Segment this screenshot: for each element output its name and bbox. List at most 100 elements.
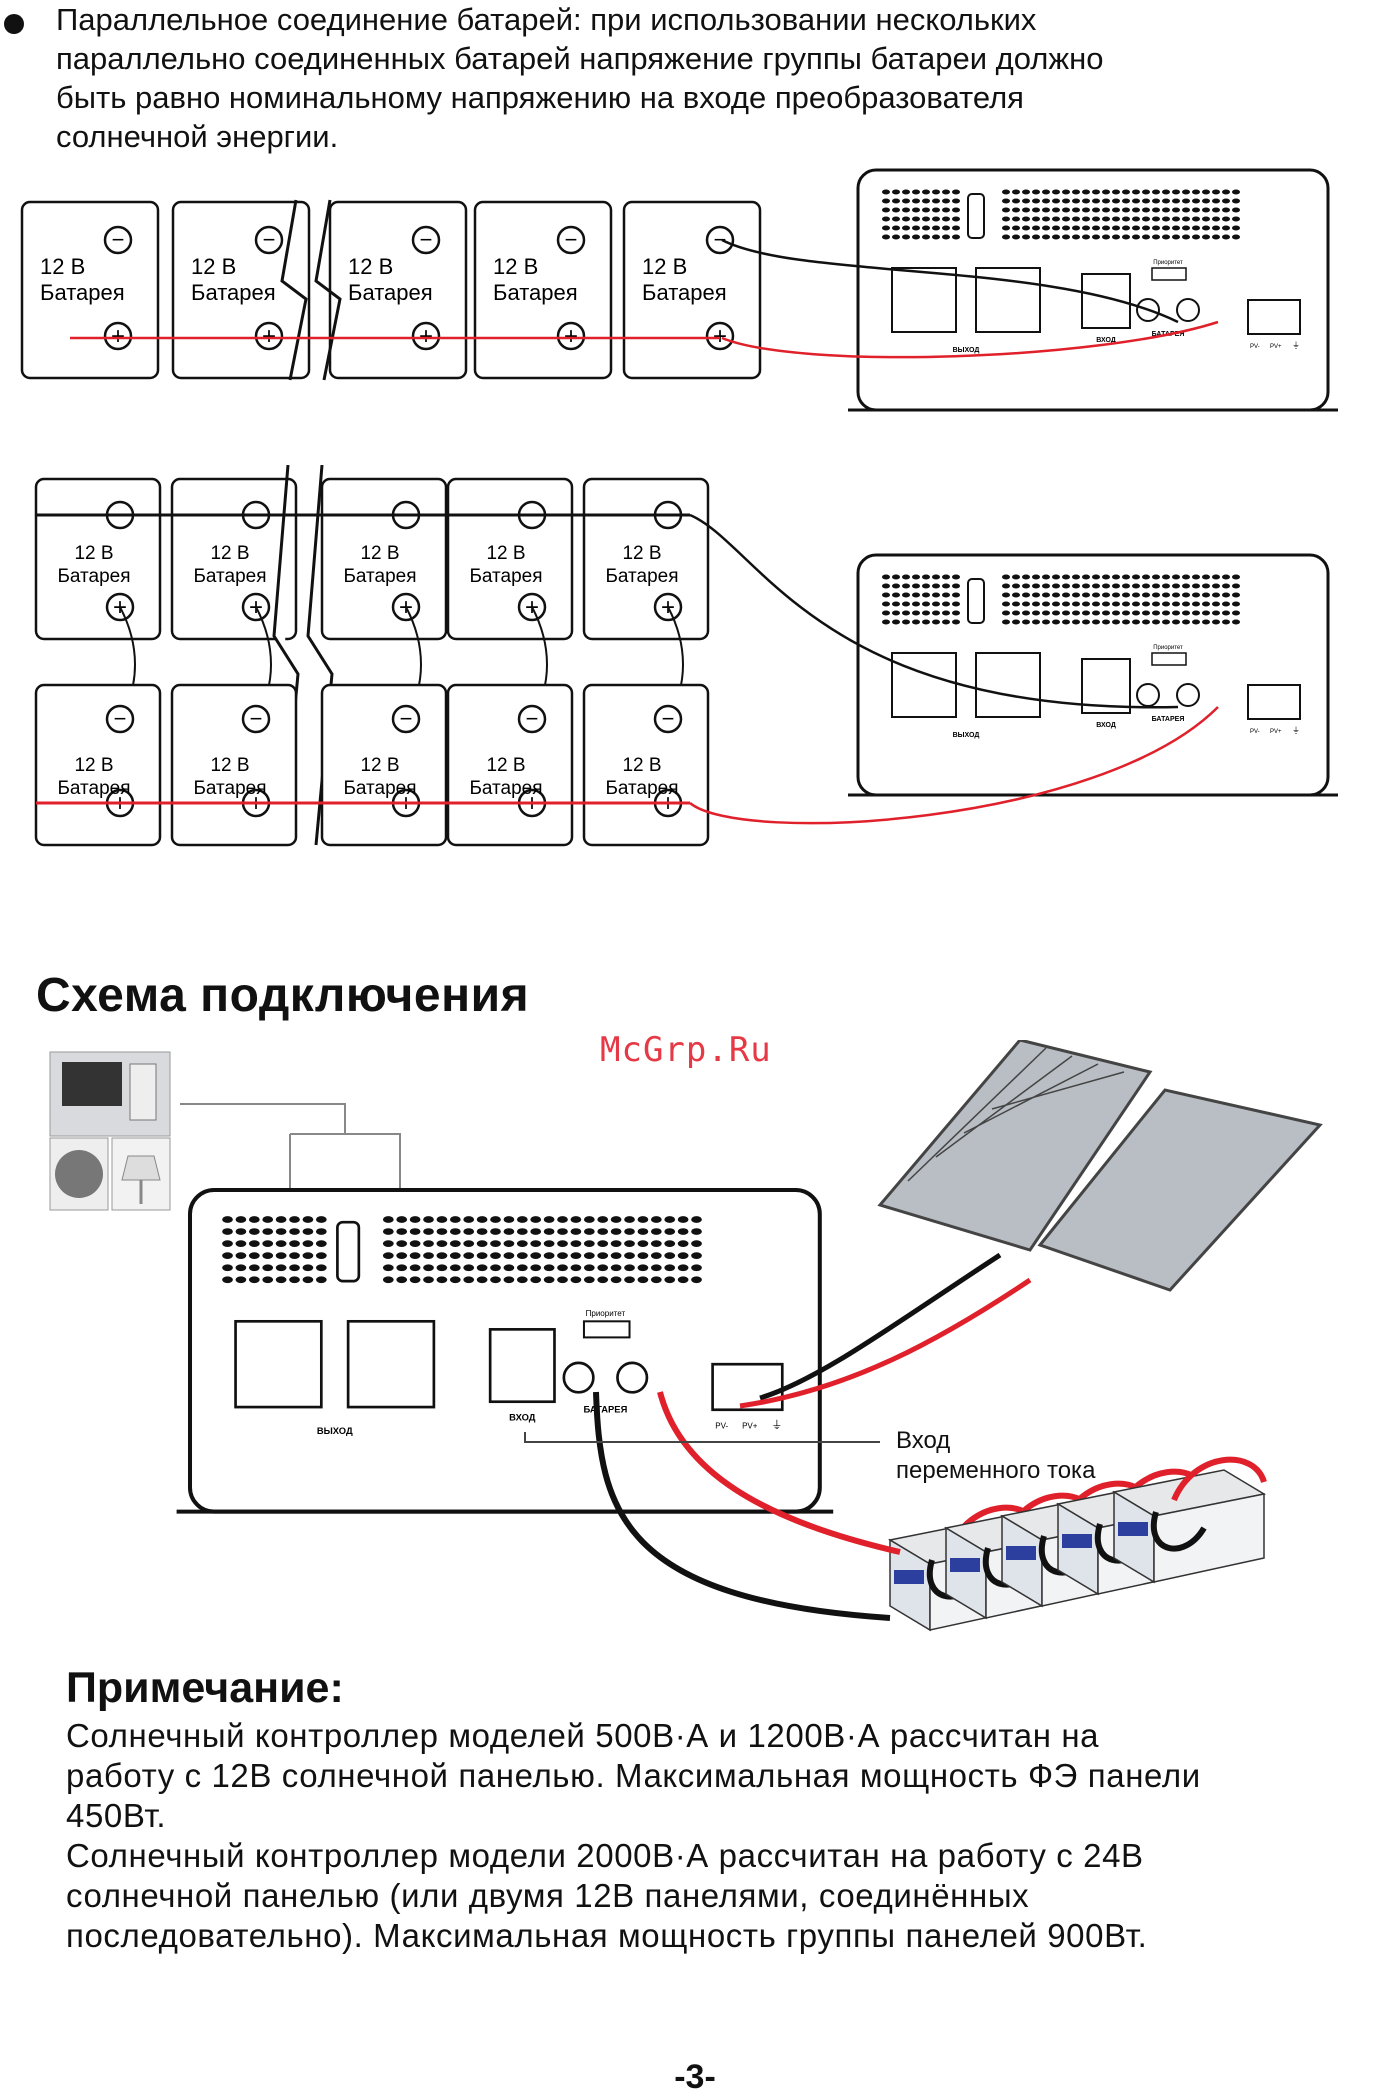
battery-name-label: Батарея: [605, 566, 678, 587]
priority-switch-icon: [1151, 267, 1187, 281]
output-socket-icon: [975, 652, 1041, 718]
minus-terminal-icon: [105, 704, 135, 734]
svg-text:+: +: [419, 323, 433, 350]
note-body: Солнечный контроллер моделей 500В·А и 12…: [66, 1717, 1201, 1954]
wire-red-plus-2: [689, 706, 1219, 825]
battery-name-label: Батарея: [191, 280, 276, 305]
minus-terminal-icon: [411, 225, 441, 255]
note-title: Примечание:: [66, 1664, 344, 1712]
serial-port-icon: [967, 193, 985, 239]
battery-voltage-label: 12 В: [210, 755, 249, 776]
watermark: McGrp.Ru: [600, 1030, 772, 1070]
battery-voltage-label: 12 В: [486, 543, 525, 564]
intro-text: Параллельное соединение батарей: при исп…: [56, 2, 1104, 154]
svg-text:−: −: [400, 706, 413, 731]
svg-text:Приоритет: Приоритет: [1153, 260, 1183, 266]
input-socket-icon: [488, 1328, 556, 1404]
priority-switch-icon: [1151, 652, 1187, 666]
battery-name-label: Батарея: [493, 280, 578, 305]
plus-terminal-icon: [556, 321, 586, 351]
battery-voltage-label: 12 В: [622, 543, 661, 564]
minus-terminal-icon: [556, 225, 586, 255]
battery-name-label: Батарея: [57, 566, 130, 587]
battery-name-label: Батарея: [343, 778, 416, 799]
svg-text:ВХОД: ВХОД: [1096, 337, 1116, 344]
svg-text:PV+: PV+: [742, 1422, 758, 1431]
minus-terminal-icon: [391, 704, 421, 734]
svg-text:PV+: PV+: [1270, 729, 1282, 735]
battery-name-label: Батарея: [348, 280, 433, 305]
minus-terminal-icon: [653, 704, 683, 734]
battery-voltage-label: 12 В: [493, 254, 538, 279]
wire-red-plus: [721, 320, 1219, 359]
svg-text:−: −: [662, 706, 675, 731]
svg-text:PV-: PV-: [1250, 344, 1260, 350]
svg-text:−: −: [420, 227, 433, 252]
serial-port-icon: [967, 578, 985, 624]
appliances-group: [49, 1051, 171, 1211]
plus-terminal-icon: [411, 321, 441, 351]
wire-black-bank: [593, 1391, 891, 1621]
svg-text:−: −: [263, 227, 276, 252]
svg-text:ВЫХОД: ВЫХОД: [953, 347, 980, 354]
svg-text:−: −: [526, 706, 539, 731]
priority-switch-icon: [582, 1320, 631, 1339]
battery-name-label: Батарея: [605, 778, 678, 799]
output-socket-icon: [891, 652, 957, 718]
battery-voltage-label: 12 В: [486, 755, 525, 776]
svg-text:−: −: [112, 227, 125, 252]
svg-text:Приоритет: Приоритет: [1153, 645, 1183, 651]
svg-text:−: −: [114, 706, 127, 731]
minus-terminal-icon: [254, 225, 284, 255]
svg-text:ВЫХОД: ВЫХОД: [953, 732, 980, 739]
svg-text:⏚: ⏚: [772, 1420, 783, 1432]
svg-text:+: +: [564, 323, 578, 350]
wire-red-bank: [657, 1391, 901, 1555]
battery-terminal-icon: [1176, 683, 1200, 707]
svg-text:+: +: [111, 323, 125, 350]
minus-terminal-icon: [517, 704, 547, 734]
serial-port-icon: [336, 1220, 361, 1283]
svg-text:⏚: ⏚: [1292, 341, 1300, 350]
battery-name-label: Батарея: [193, 566, 266, 587]
svg-text:PV-: PV-: [1250, 729, 1260, 735]
battery-terminal-icon: [616, 1361, 649, 1394]
battery-voltage-label: 12 В: [360, 755, 399, 776]
battery-voltage-label: 12 В: [642, 254, 687, 279]
svg-text:БАТАРЕЯ: БАТАРЕЯ: [1152, 716, 1185, 723]
battery-name-label: Батарея: [40, 280, 125, 305]
battery-name-label: Батарея: [642, 280, 727, 305]
battery-name-label: Батарея: [343, 566, 416, 587]
battery-name-label: Батарея: [469, 566, 542, 587]
minus-terminal-icon: [241, 704, 271, 734]
svg-text:ВХОД: ВХОД: [1096, 722, 1116, 729]
battery-name-label: Батарея: [57, 778, 130, 799]
fan-icon: [55, 1150, 103, 1198]
battery-voltage-label: 12 В: [360, 543, 399, 564]
pv-input-icon: [1247, 299, 1301, 335]
svg-text:+: +: [262, 323, 276, 350]
battery-voltage-label: 12 В: [74, 543, 113, 564]
svg-text:ВХОД: ВХОД: [509, 1412, 536, 1422]
battery-terminal-icon: [562, 1361, 595, 1394]
battery-terminal-icon: [1136, 683, 1160, 707]
wire-black-minus-2: [689, 513, 1179, 709]
